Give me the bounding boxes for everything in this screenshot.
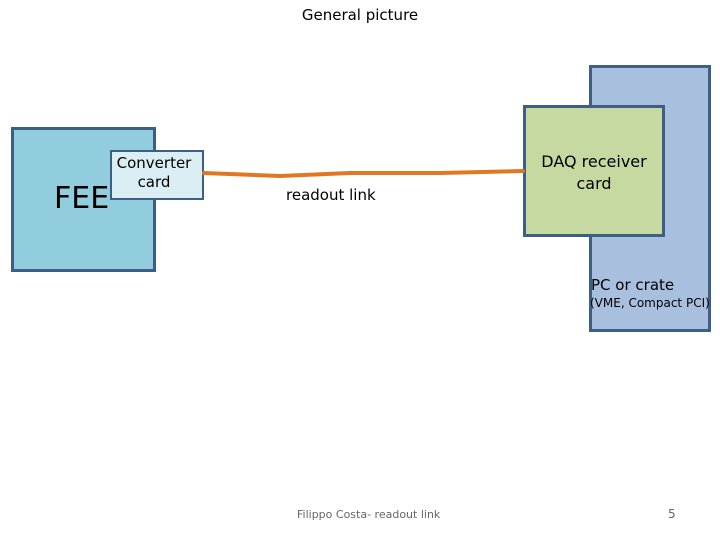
daq-receiver-box [523, 105, 665, 237]
daq-receiver-label: DAQ receiver card [541, 152, 647, 193]
pc-crate-sublabel: (VME, Compact PCI) [590, 296, 710, 310]
page-number: 5 [668, 507, 676, 521]
readout-link-label: readout link [286, 186, 376, 204]
footer-text: Filippo Costa- readout link [297, 508, 441, 521]
converter-card-label: Converter card [116, 154, 192, 191]
converter-card-box [110, 150, 204, 200]
pc-crate-label: PC or crate [591, 276, 675, 294]
fee-label: FEE [54, 181, 110, 216]
slide-title: General picture [301, 6, 419, 24]
